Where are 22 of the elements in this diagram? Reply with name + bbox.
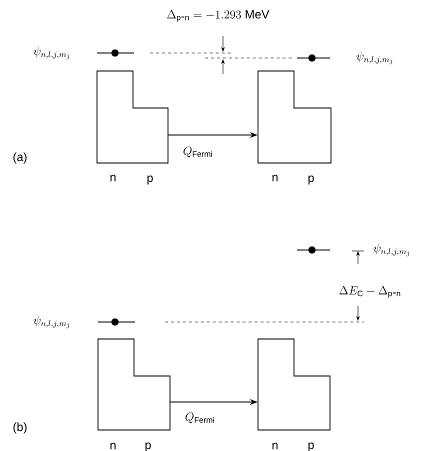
particle-label: p — [145, 442, 151, 451]
edge-label: $Q_{\mathrm{Fermi}}$ — [182, 146, 214, 158]
particle-label: p — [308, 442, 314, 451]
wavefunction-label: $\psi_{n,l,j,m_j}$ — [32, 46, 72, 60]
panel-label: (a) — [12, 151, 28, 165]
particle-label: p — [308, 176, 314, 184]
wavefunction-label: $\psi_{n,l,j,m_j}$ — [32, 314, 72, 330]
particle-label: n — [272, 442, 278, 450]
energy-gap-label: $\Delta E_{\mathrm{C}} - \Delta_{\mathrm{p\mbox{-}n}}$ — [338, 285, 402, 299]
energy-gap-label: $\Delta_{\mathrm{p\mbox{-}n}} = -1.293\ \mathrm{MeV}$ — [166, 9, 270, 23]
panel-label: (b) — [12, 421, 28, 435]
potential-well — [96, 70, 168, 164]
potential-well — [98, 338, 170, 430]
potential-well — [258, 338, 330, 430]
potential-well — [258, 70, 332, 164]
particle-label: n — [272, 174, 278, 182]
particle-label: n — [110, 442, 116, 450]
edge-label: $Q_{\mathrm{Fermi}}$ — [184, 412, 216, 424]
particle-label: p — [147, 176, 153, 184]
wavefunction-label: $\psi_{n,l,j,m_j}$ — [372, 242, 412, 258]
particle-label: n — [110, 174, 116, 182]
wavefunction-label: $\psi_{n,l,j,m_j}$ — [355, 50, 395, 66]
